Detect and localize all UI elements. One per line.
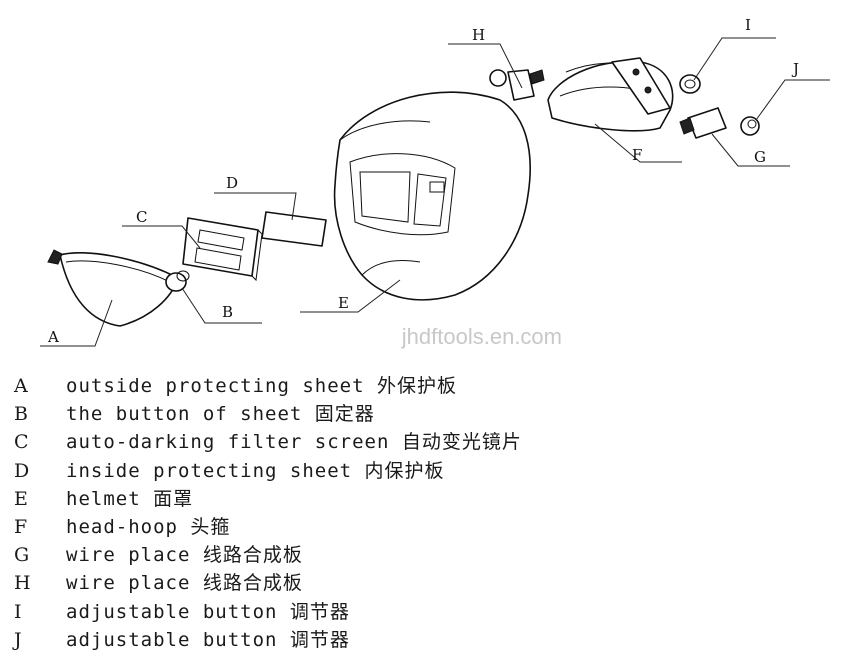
legend-key: C (14, 431, 30, 454)
exploded-diagram: A B C D E F G H I J jhdftools.en.com (40, 16, 830, 349)
part-adjustable-button-right (740, 116, 760, 136)
callout-d: D (226, 174, 238, 192)
legend-text: the button of sheet 固定器 (66, 403, 375, 426)
legend-text: helmet 面罩 (66, 487, 194, 510)
watermark: jhdftools.en.com (401, 324, 562, 349)
legend-text: outside protecting sheet 外保护板 (66, 375, 457, 397)
legend-text: adjustable button 调节器 (66, 600, 350, 623)
legend-key: I (14, 600, 23, 623)
legend-text: wire place 线路合成板 (66, 544, 303, 567)
legend-key: B (14, 403, 29, 426)
callout-j: J (791, 60, 799, 78)
legend-text: auto-darking filter screen 自动变光镜片 (66, 431, 522, 454)
part-wire-place-right (679, 107, 727, 139)
legend-text: inside protecting sheet 内保护板 (66, 459, 445, 482)
leader-lines (40, 37, 830, 347)
legend-key: F (14, 515, 29, 538)
callout-f: F (632, 146, 642, 164)
part-auto-darking-filter (182, 217, 263, 282)
legend-text: head-hoop 头箍 (66, 515, 231, 538)
legend-key: E (14, 487, 29, 510)
legend-key: D (14, 459, 31, 482)
callout-c: C (136, 208, 147, 226)
legend-key: J (14, 628, 23, 651)
callout-e: E (338, 294, 349, 312)
legend-text: adjustable button 调节器 (66, 628, 350, 651)
part-helmet (333, 91, 531, 301)
callout-h: H (472, 26, 485, 44)
part-head-hoop (547, 57, 674, 132)
part-outside-protecting-sheet (47, 249, 179, 327)
part-wire-place-left (489, 69, 545, 101)
callout-a: A (47, 328, 59, 346)
callout-g: G (754, 148, 766, 166)
part-inside-protecting-sheet (261, 211, 327, 247)
legend-key: A (14, 375, 29, 397)
legend-key: H (14, 572, 32, 595)
part-button-of-sheet (165, 270, 190, 292)
legend-text: wire place 线路合成板 (66, 572, 303, 595)
callout-i: I (745, 16, 751, 34)
callout-b: B (222, 303, 233, 321)
legend-key: G (14, 544, 31, 567)
part-adjustable-button-upper (679, 74, 701, 94)
